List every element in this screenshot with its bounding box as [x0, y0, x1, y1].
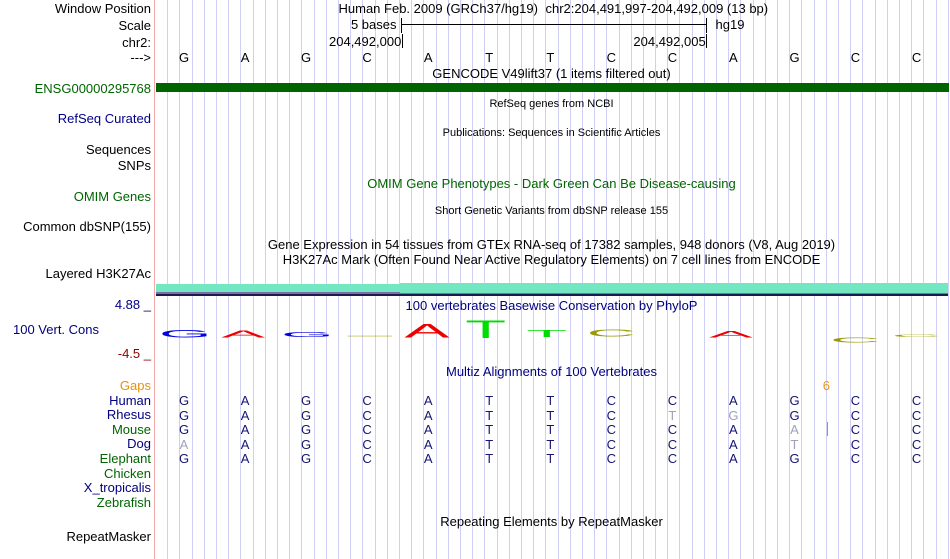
svg-text:A: A	[221, 329, 266, 340]
svg-text:G: G	[281, 330, 334, 339]
svg-text:A: A	[404, 320, 450, 342]
svg-text:A: A	[709, 329, 754, 339]
svg-text:C: C	[892, 334, 942, 338]
svg-text:T: T	[526, 328, 567, 339]
svg-text:G: G	[159, 328, 212, 340]
svg-text:T: T	[465, 315, 506, 343]
svg-text:C: C	[830, 336, 881, 344]
svg-text:C: C	[587, 328, 637, 339]
